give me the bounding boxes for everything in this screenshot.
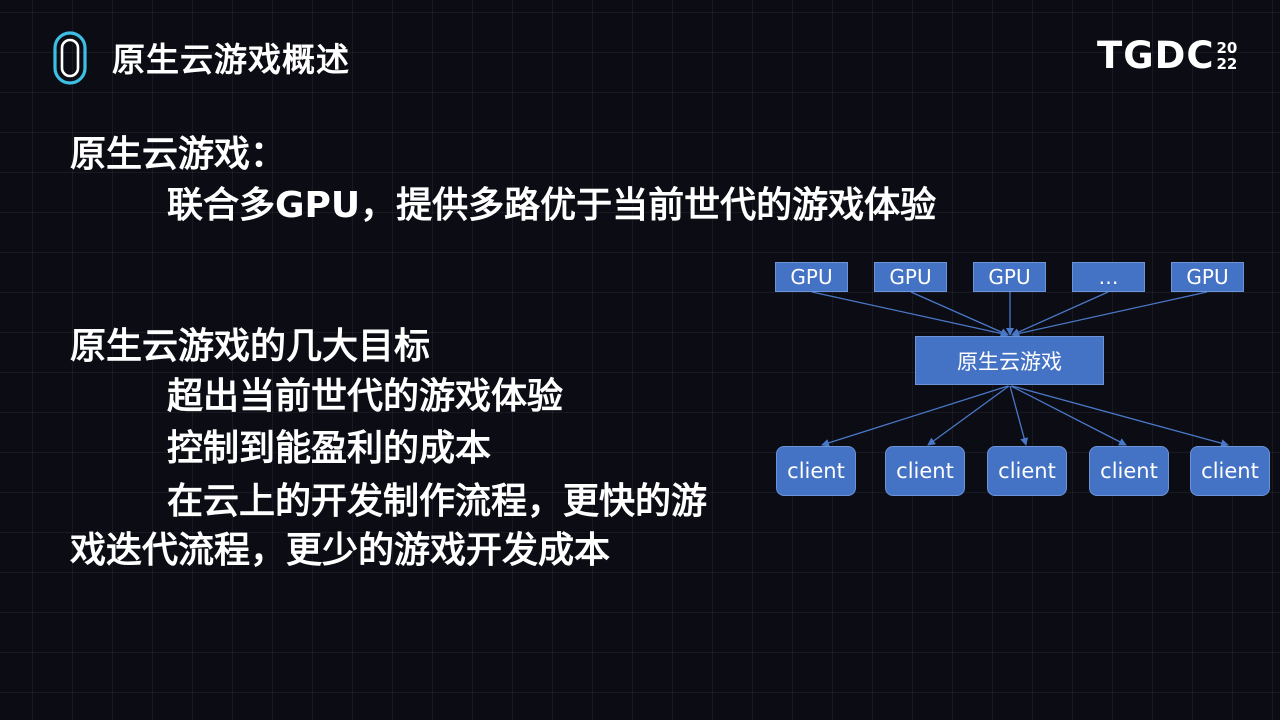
- arrow-client-5: [1011, 385, 1229, 448]
- goal-item-1: 超出当前世代的游戏体验: [167, 376, 564, 417]
- arrow-client-2: [927, 385, 1010, 446]
- arrow-gpu-1: [811, 291, 1009, 338]
- arrow-client-4: [1010, 385, 1127, 446]
- heading-goals: 原生云游戏的几大目标: [70, 326, 431, 367]
- client-node: client: [1089, 446, 1169, 496]
- brand-name: TGDC: [1097, 34, 1215, 77]
- client-node: client: [1190, 446, 1270, 496]
- native-cloud-gaming-node: 原生云游戏: [915, 336, 1104, 385]
- brand-year-bottom: 22: [1216, 55, 1238, 73]
- brand-year: 20 22: [1216, 40, 1237, 72]
- goal-item-2: 控制到能盈利的成本: [167, 428, 492, 469]
- arrow-gpu-4: [1011, 291, 1109, 336]
- brand-year-top: 20: [1216, 39, 1238, 57]
- arrow-client-3: [1009, 385, 1029, 446]
- slide-title: 原生云游戏概述: [112, 40, 350, 79]
- client-node: client: [776, 446, 856, 496]
- gpu-node-ellipsis: …: [1072, 262, 1145, 292]
- gpu-node: GPU: [874, 262, 947, 292]
- client-node: client: [987, 446, 1067, 496]
- gpu-node: GPU: [775, 262, 848, 292]
- brand-logo: TGDC 20 22: [1097, 36, 1237, 76]
- gpu-node: GPU: [1171, 262, 1244, 292]
- native-cloud-gaming-description: 联合多GPU，提供多路优于当前世代的游戏体验: [167, 185, 937, 226]
- arrow-client-1: [821, 385, 1009, 447]
- logo-icon: [53, 31, 87, 85]
- arrow-gpu-5: [1011, 291, 1208, 338]
- arrow-gpu-2: [910, 291, 1009, 336]
- goal-item-3: 在云上的开发制作流程，更快的游戏迭代流程，更少的游戏开发成本: [70, 481, 708, 571]
- client-node: client: [885, 446, 965, 496]
- heading-native-cloud-gaming: 原生云游戏：: [70, 134, 287, 175]
- gpu-node: GPU: [973, 262, 1046, 292]
